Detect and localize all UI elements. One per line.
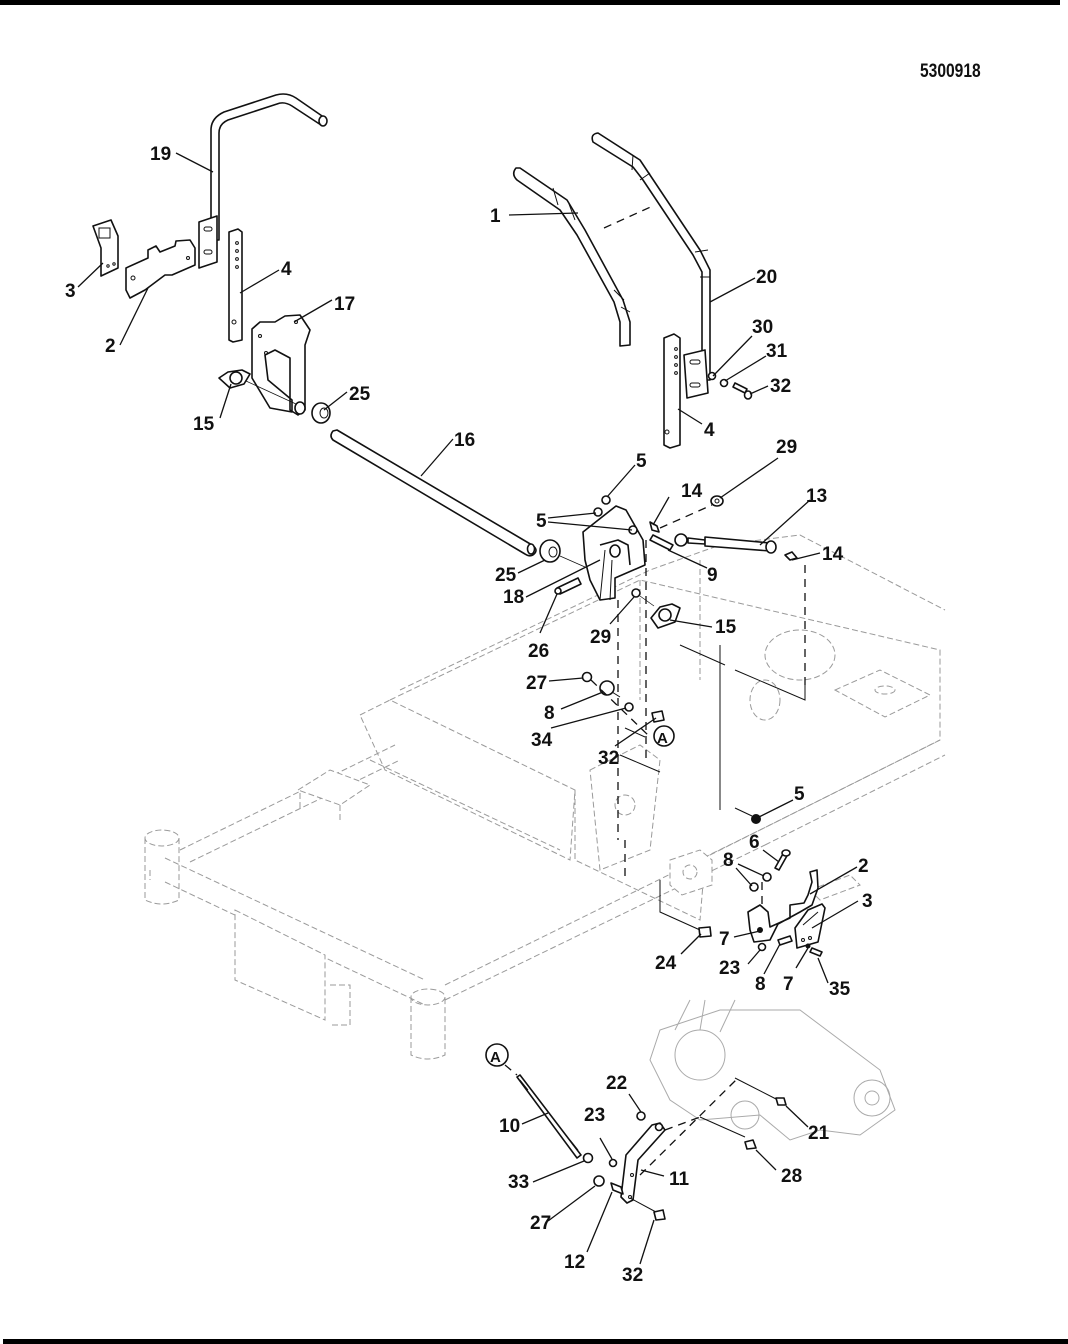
callout-4-right: 4 [704, 420, 715, 441]
nut-22 [637, 1112, 645, 1120]
cross-shaft [331, 430, 536, 556]
callout-31: 31 [766, 341, 788, 362]
callout-30: 30 [752, 317, 773, 338]
callout-14-right: 14 [822, 544, 844, 565]
callout-9: 9 [707, 565, 718, 586]
stud-12 [611, 1183, 623, 1194]
nut-27-lower [594, 1176, 604, 1186]
pump-arm [621, 1123, 665, 1203]
spacer-lower [632, 589, 640, 597]
callout-8-lower: 8 [755, 974, 766, 995]
spacer-8-upper [600, 681, 620, 697]
shaft-collar-left [312, 403, 330, 423]
flange-bearing-right [651, 604, 680, 628]
callout-34: 34 [531, 730, 553, 751]
callout-2-right: 2 [858, 856, 869, 877]
nut-33 [584, 1154, 593, 1163]
nut-mid [594, 508, 602, 516]
callout-25-right: 25 [495, 565, 517, 586]
bolt [650, 535, 673, 550]
nut-5-lower [751, 814, 761, 824]
callout-27: 27 [526, 673, 547, 694]
callout-4: 4 [281, 259, 292, 280]
callout-28: 28 [781, 1166, 802, 1187]
callout-23: 23 [719, 958, 740, 979]
callout-7: 7 [719, 929, 730, 950]
callout-1: 1 [490, 206, 501, 227]
pin-end [555, 588, 561, 594]
callout-14: 14 [681, 481, 703, 502]
callout-6: 6 [749, 832, 760, 853]
pivot-arm [252, 315, 310, 415]
callout-5-lower: 5 [794, 784, 805, 805]
leader-lines [78, 153, 858, 1264]
bracket-plate-left [93, 220, 118, 276]
callout-7-lower: 7 [783, 974, 794, 995]
reference-marker-a-lower-text: A [490, 1049, 501, 1066]
callout-8-pair: 8 [723, 850, 734, 871]
bolt-35 [810, 948, 822, 956]
bolt-24 [699, 927, 711, 937]
callout-23-lower: 23 [584, 1105, 605, 1126]
mounting-bracket-left [126, 240, 195, 298]
callout-20: 20 [756, 267, 777, 288]
callout-8: 8 [544, 703, 555, 724]
callout-16: 16 [454, 430, 475, 451]
bolt-32-center [652, 711, 664, 722]
callout-26: 26 [528, 641, 549, 662]
callout-12: 12 [564, 1252, 585, 1273]
callout-29-lower: 29 [590, 627, 611, 648]
callout-32-center: 32 [598, 748, 619, 769]
right-control-handle [592, 133, 710, 398]
reference-marker-a-upper-text: A [657, 730, 668, 747]
adjustment-bar-right [664, 334, 680, 448]
washer-34 [625, 703, 633, 711]
callout-15-right: 15 [715, 617, 737, 638]
nut-8-a [763, 873, 771, 881]
shaft-collar-right [540, 540, 560, 562]
callout-24: 24 [655, 953, 677, 974]
callout-13: 13 [806, 486, 827, 507]
handle-fasteners [709, 373, 752, 400]
callout-17: 17 [334, 294, 355, 315]
callout-33: 33 [508, 1172, 529, 1193]
callout-3: 3 [65, 281, 76, 302]
callout-32-lower: 32 [622, 1265, 643, 1286]
callout-19: 19 [150, 144, 171, 165]
transaxle-reference [650, 1000, 895, 1140]
callout-29: 29 [776, 437, 797, 458]
callout-3-right: 3 [862, 891, 873, 912]
control-rod [517, 1075, 581, 1158]
adjustment-bar-left [229, 229, 242, 342]
callout-10: 10 [499, 1116, 520, 1137]
callout-32: 32 [770, 376, 791, 397]
callout-labels: 19 3 2 4 17 15 25 1 20 30 31 32 4 16 5 2… [65, 144, 873, 1286]
bolt-8-c [778, 936, 792, 945]
handle-grip [514, 168, 630, 346]
bolt-28 [745, 1140, 756, 1149]
callout-5-pair: 5 [536, 511, 547, 532]
callout-21: 21 [808, 1123, 830, 1144]
callout-11: 11 [669, 1169, 690, 1190]
callout-2: 2 [105, 336, 116, 357]
pivot-bracket [583, 506, 645, 600]
callout-27-lower: 27 [530, 1213, 551, 1234]
callout-18: 18 [503, 587, 524, 608]
nut-23-upper [759, 944, 766, 951]
left-control-handle [199, 94, 327, 268]
callout-5: 5 [636, 451, 647, 472]
callout-15: 15 [193, 414, 215, 435]
nut-7-lower [806, 944, 811, 949]
callout-22: 22 [606, 1073, 627, 1094]
bolt-21 [776, 1098, 786, 1105]
flange-bearing-left [219, 370, 250, 388]
nut-top [602, 496, 610, 504]
nut-27-upper [583, 673, 592, 682]
nut-23-lower [610, 1160, 617, 1167]
frame-reference [145, 535, 945, 1059]
callout-25: 25 [349, 384, 371, 405]
callout-35: 35 [829, 979, 851, 1000]
